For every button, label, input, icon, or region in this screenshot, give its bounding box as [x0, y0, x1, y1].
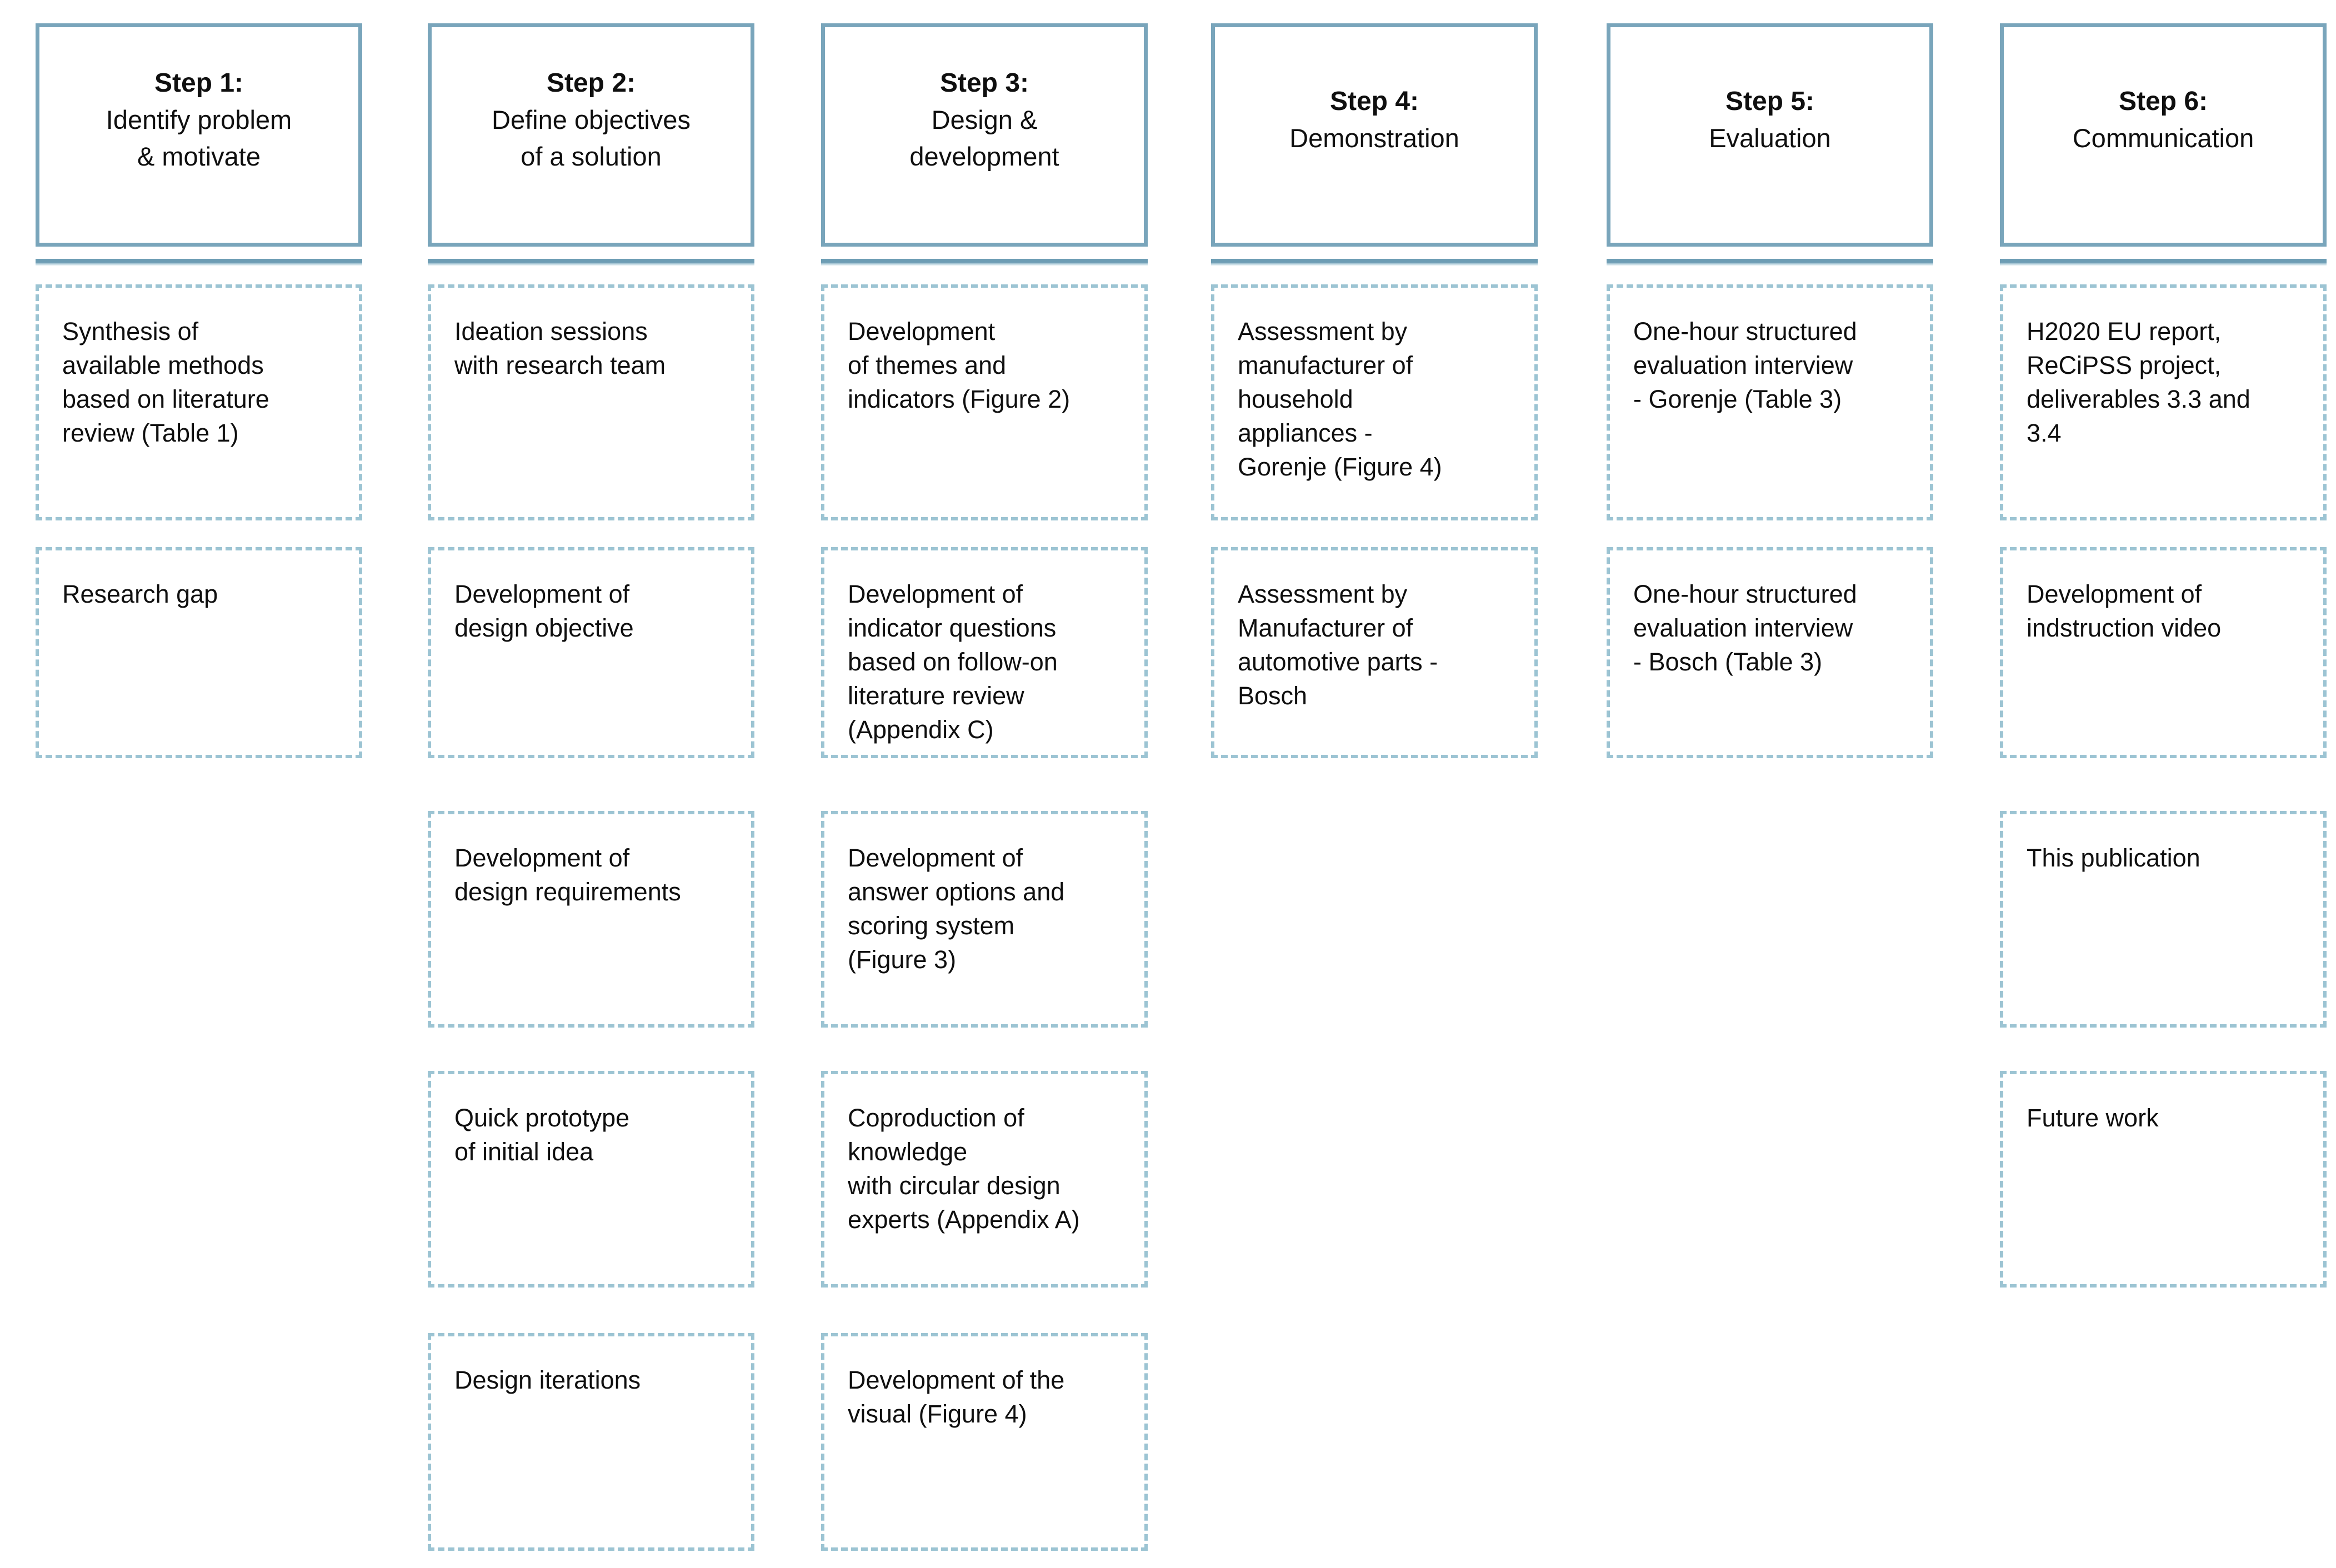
activity-box: Research gap — [36, 547, 362, 758]
activity-text: Research gap — [62, 580, 218, 608]
divider-line — [2000, 259, 2327, 265]
activity-text: This publication — [2027, 844, 2200, 872]
activity-text: Synthesis of available methods based on … — [62, 317, 269, 447]
activity-text: Assessment by manufacturer of household … — [1238, 317, 1442, 481]
activity-text: One-hour structured evaluation interview… — [1633, 317, 1857, 413]
divider-line — [428, 259, 754, 265]
step-label: Step 1: — [154, 68, 244, 98]
activity-text: Development of themes and indicators (Fi… — [848, 317, 1071, 413]
activity-box: Development of answer options and scorin… — [821, 811, 1148, 1028]
activity-text: Ideation sessions with research team — [454, 317, 666, 379]
step-label: Step 2: — [546, 68, 636, 98]
activity-box: Assessment by Manufacturer of automotive… — [1211, 547, 1538, 758]
step-column-6: Step 6: Communication H2020 EU report, R… — [2000, 0, 2327, 1568]
step-column-2: Step 2: Define objectives of a solution … — [428, 0, 754, 1568]
step-column-4: Step 4: Demonstration Assessment by manu… — [1211, 0, 1538, 1568]
step-label: Step 3: — [939, 68, 1029, 98]
activity-text: Development of design requirements — [454, 844, 681, 906]
divider-line — [821, 259, 1148, 265]
step-title: Communication — [2072, 123, 2254, 153]
activity-text: Quick prototype of initial idea — [454, 1104, 630, 1166]
activity-text: Development of answer options and scorin… — [848, 844, 1065, 974]
step-header-box: Step 5: Evaluation — [1607, 23, 1933, 247]
activity-box: Assessment by manufacturer of household … — [1211, 284, 1538, 520]
step-title: Define objectives of a solution — [492, 104, 691, 171]
activity-box: Development of themes and indicators (Fi… — [821, 284, 1148, 520]
activity-text: One-hour structured evaluation interview… — [1633, 580, 1857, 676]
activity-text: Development of indstruction video — [2027, 580, 2222, 642]
step-title: Demonstration — [1289, 123, 1459, 153]
step-title: Evaluation — [1709, 123, 1831, 153]
activity-box: Development of indstruction video — [2000, 547, 2327, 758]
divider-line — [36, 259, 362, 265]
activity-text: Coproduction of knowledge with circular … — [848, 1104, 1080, 1234]
activity-text: Assessment by Manufacturer of automotive… — [1238, 580, 1438, 710]
step-header-box: Step 2: Define objectives of a solution — [428, 23, 754, 247]
activity-box: H2020 EU report, ReCiPSS project, delive… — [2000, 284, 2327, 520]
divider-line — [1211, 259, 1538, 265]
activity-box: Ideation sessions with research team — [428, 284, 754, 520]
activity-text: Design iterations — [454, 1366, 641, 1394]
activity-text: H2020 EU report, ReCiPSS project, delive… — [2027, 317, 2250, 447]
activity-box: Development of the visual (Figure 4) — [821, 1333, 1148, 1551]
step-title: Identify problem & motivate — [106, 104, 292, 171]
step-header-box: Step 1: Identify problem & motivate — [36, 23, 362, 247]
step-label: Step 5: — [1725, 86, 1815, 116]
activity-text: Development of indicator questions based… — [848, 580, 1058, 744]
step-label: Step 4: — [1329, 86, 1419, 116]
activity-box: Development of design objective — [428, 547, 754, 758]
activity-box: This publication — [2000, 811, 2327, 1028]
activity-box: Design iterations — [428, 1333, 754, 1551]
activity-text: Development of design objective — [454, 580, 634, 642]
activity-text: Future work — [2027, 1104, 2159, 1132]
step-column-3: Step 3: Design & development Development… — [821, 0, 1148, 1568]
step-column-5: Step 5: Evaluation One-hour structured e… — [1607, 0, 1933, 1568]
step-title: Design & development — [909, 104, 1059, 171]
activity-box: Development of design requirements — [428, 811, 754, 1028]
step-header-box: Step 6: Communication — [2000, 23, 2327, 247]
activity-box: Development of indicator questions based… — [821, 547, 1148, 758]
step-column-1: Step 1: Identify problem & motivate Synt… — [36, 0, 362, 1568]
activity-box: Synthesis of available methods based on … — [36, 284, 362, 520]
activity-box: Quick prototype of initial idea — [428, 1071, 754, 1288]
activity-text: Development of the visual (Figure 4) — [848, 1366, 1065, 1428]
activity-box: One-hour structured evaluation interview… — [1607, 547, 1933, 758]
activity-box: Coproduction of knowledge with circular … — [821, 1071, 1148, 1288]
activity-box: One-hour structured evaluation interview… — [1607, 284, 1933, 520]
step-header-box: Step 4: Demonstration — [1211, 23, 1538, 247]
step-header-box: Step 3: Design & development — [821, 23, 1148, 247]
divider-line — [1607, 259, 1933, 265]
activity-box: Future work — [2000, 1071, 2327, 1288]
step-label: Step 6: — [2118, 86, 2208, 116]
